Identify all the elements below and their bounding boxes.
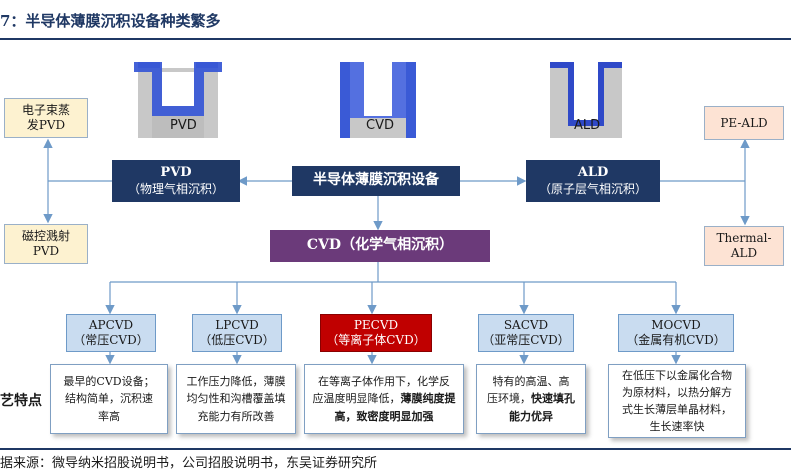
pvd-method-magnetron-line2: PVD xyxy=(32,244,60,258)
pvd-method-magnetron: 磁控溅射 PVD xyxy=(4,224,88,264)
ald-method-thermal-line2: ALD xyxy=(730,246,758,260)
cvd-node-label: CVD（化学气相沉积） xyxy=(306,237,454,254)
top-rule xyxy=(0,38,791,40)
feature-lpcvd-line1: 工作压力降低，薄膜 xyxy=(186,375,286,389)
feature-mocvd-line1: 在低压下以金属化合物 xyxy=(622,368,732,382)
pvd-node-name: PVD xyxy=(160,165,192,181)
feature-sacvd-line2: 压环境， xyxy=(487,392,531,406)
feature-apcvd-line3: 率高 xyxy=(98,409,120,423)
ald-method-thermal: Thermal- ALD xyxy=(704,226,784,266)
ald-structure-label: ALD xyxy=(574,118,601,133)
cvd-type-mocvd-sub: （金属有机CVD） xyxy=(626,333,726,347)
center-node: 半导体薄膜沉积设备 xyxy=(292,166,460,196)
cvd-type-apcvd-sub: （常压CVD） xyxy=(73,333,149,347)
cvd-type-mocvd: MOCVD （金属有机CVD） xyxy=(618,314,734,352)
feature-mocvd-line2: 为原材料，以热分解方 xyxy=(622,385,732,399)
pvd-method-ebeam-line1: 电子束蒸 xyxy=(21,103,70,117)
feature-sacvd-emphasis: 快速填孔能力优异 xyxy=(509,392,575,423)
feature-apcvd-line1: 最早的CVD设备； xyxy=(63,375,155,389)
cvd-type-lpcvd-name: LPCVD xyxy=(215,318,259,332)
feature-pecvd-emphasis: 薄膜纯度提高，致密度明显加强 xyxy=(334,392,456,423)
feature-mocvd-line4: 生长速率快 xyxy=(649,420,705,434)
feature-sacvd-line1: 特有的高温、高 xyxy=(492,375,570,389)
cvd-type-lpcvd-sub: （低压CVD） xyxy=(199,333,275,347)
process-features-label: 艺特点 xyxy=(0,393,42,409)
pvd-structure-illustration xyxy=(134,62,222,138)
ald-method-peald-line1: PE-ALD xyxy=(720,115,768,130)
ald-node-name: ALD xyxy=(577,165,609,181)
cvd-type-apcvd: APCVD （常压CVD） xyxy=(66,314,156,352)
cvd-type-pecvd-sub: （等离子体CVD） xyxy=(326,333,426,347)
pvd-method-ebeam: 电子束蒸 发PVD xyxy=(4,98,88,138)
ald-node: ALD （原子层气相沉积） xyxy=(526,160,660,202)
feature-lpcvd: 工作压力降低，薄膜 均匀性和沟槽覆盖填 充能力有所改善 xyxy=(176,364,296,434)
feature-apcvd: 最早的CVD设备； 结构简单，沉积速 率高 xyxy=(50,364,168,434)
feature-pecvd: 在等离子体作用下，化学反 应温度明显降低，薄膜纯度提高，致密度明显加强 xyxy=(304,364,464,434)
cvd-type-lpcvd: LPCVD （低压CVD） xyxy=(192,314,282,352)
pvd-method-magnetron-line1: 磁控溅射 xyxy=(21,229,70,243)
cvd-type-pecvd-name: PECVD xyxy=(353,318,399,332)
figure-title: 7：半导体薄膜沉积设备种类繁多 xyxy=(0,12,221,30)
cvd-type-sacvd-name: SACVD xyxy=(503,318,549,332)
cvd-node: CVD（化学气相沉积） xyxy=(270,230,490,262)
cvd-type-sacvd-sub: （亚常压CVD） xyxy=(482,333,570,347)
feature-lpcvd-line2: 均匀性和沟槽覆盖填 xyxy=(186,392,286,406)
cvd-structure-label: CVD xyxy=(366,118,394,133)
cvd-type-sacvd: SACVD （亚常压CVD） xyxy=(478,314,574,352)
feature-pecvd-line1: 在等离子体作用下，化学反 xyxy=(318,375,450,389)
bottom-rule xyxy=(0,448,791,450)
cvd-structure-illustration xyxy=(340,62,416,138)
pvd-structure-label: PVD xyxy=(170,118,197,133)
feature-pecvd-line2: 应温度明显降低， xyxy=(312,392,401,406)
ald-method-thermal-line1: Thermal- xyxy=(716,231,772,245)
feature-sacvd: 特有的高温、高 压环境，快速填孔能力优异 xyxy=(476,364,586,434)
feature-apcvd-line2: 结构简单，沉积速 xyxy=(65,392,153,406)
cvd-type-mocvd-name: MOCVD xyxy=(651,318,701,332)
pvd-node: PVD （物理气相沉积） xyxy=(112,160,240,202)
pvd-method-ebeam-line2: 发PVD xyxy=(26,118,66,132)
ald-structure-illustration xyxy=(550,62,622,138)
cvd-type-apcvd-name: APCVD xyxy=(88,318,134,332)
ald-method-peald: PE-ALD xyxy=(704,106,784,140)
feature-lpcvd-line3: 充能力有所改善 xyxy=(197,409,275,423)
ald-node-sub: （原子层气相沉积） xyxy=(538,181,647,196)
cvd-type-pecvd: PECVD （等离子体CVD） xyxy=(320,314,432,352)
pvd-node-sub: （物理气相沉积） xyxy=(127,181,224,196)
source-note: 据来源：微导纳米招股说明书，公司招股说明书，东吴证券研究所 xyxy=(0,456,378,471)
center-node-label: 半导体薄膜沉积设备 xyxy=(313,172,439,189)
feature-mocvd: 在低压下以金属化合物 为原材料，以热分解方 式生长薄层单晶材料， 生长速率快 xyxy=(608,364,746,438)
feature-mocvd-line3: 式生长薄层单晶材料， xyxy=(622,403,732,416)
